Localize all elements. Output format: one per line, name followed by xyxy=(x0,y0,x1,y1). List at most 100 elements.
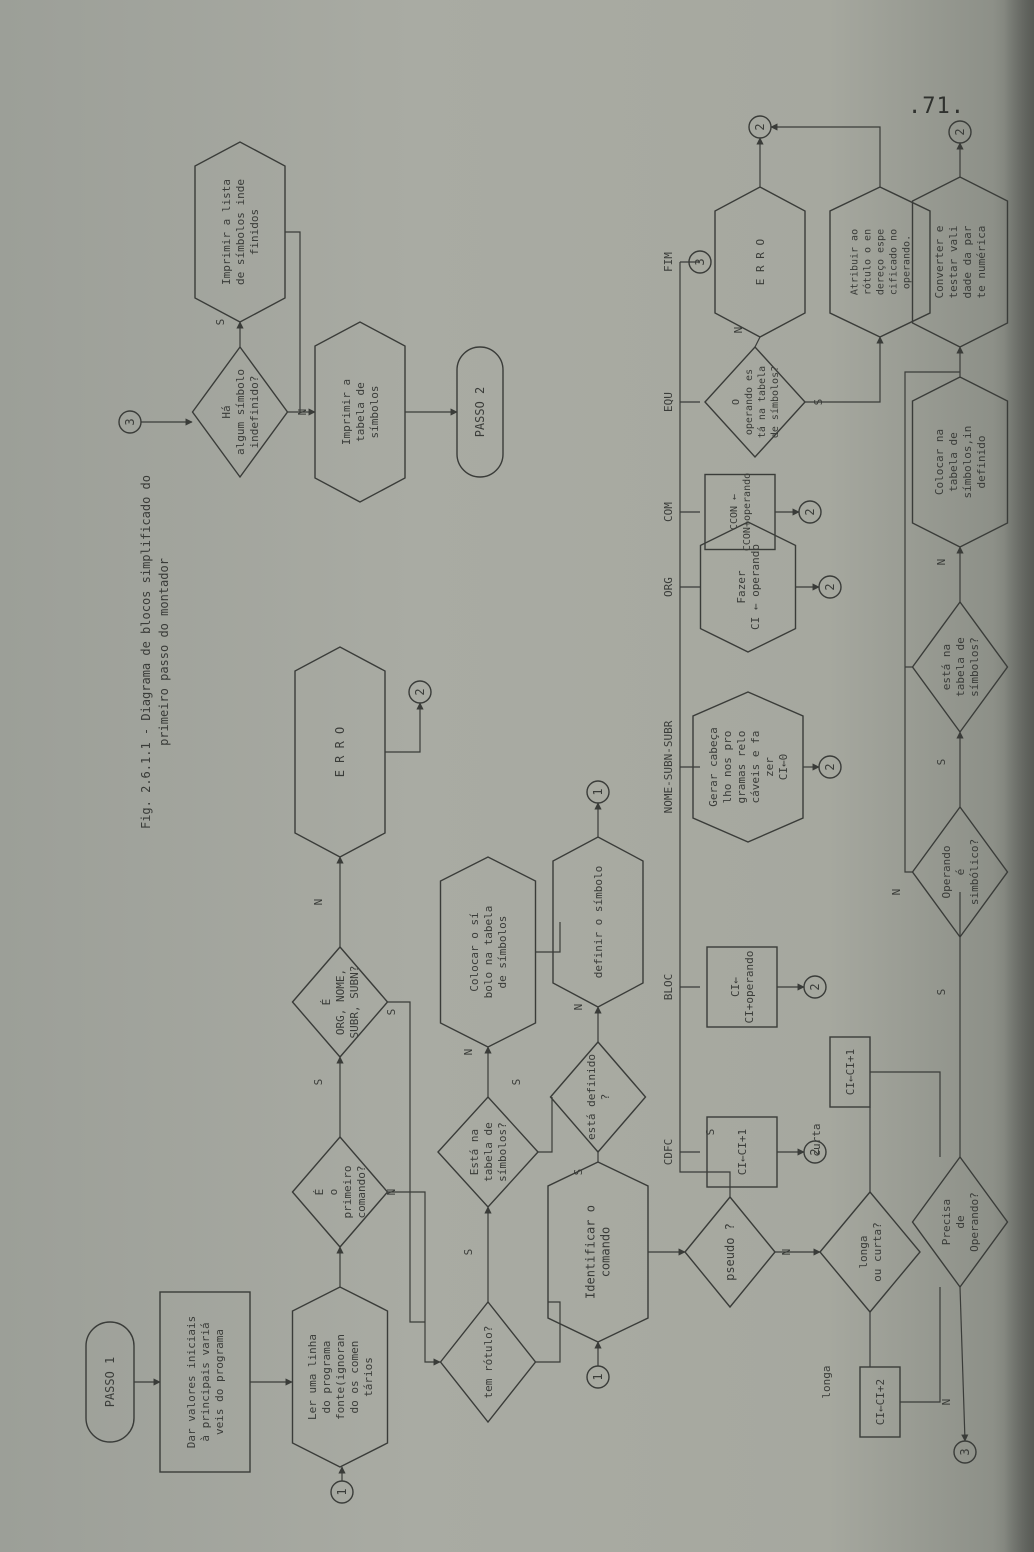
ci1-box xyxy=(829,1036,871,1108)
esta-na-tabela-diamond-text: Está natabela desímbolos? xyxy=(468,1122,509,1182)
label-s-estatab: S xyxy=(510,1079,523,1086)
page-edge-shadow xyxy=(1004,0,1034,1552)
init-process-text: Dar valores iniciaisà principais variáve… xyxy=(185,1316,226,1448)
passo1-terminal-text: PASSO 1 xyxy=(103,1357,117,1408)
label-s-precisa: S xyxy=(935,989,948,996)
connector-2-erro2 xyxy=(748,115,772,139)
equ-diamond xyxy=(704,345,806,459)
passo1-terminal xyxy=(85,1321,135,1443)
ci2-box xyxy=(859,1366,901,1438)
label-n-estadef: N xyxy=(572,1004,585,1011)
label-s-haalgum: S xyxy=(214,319,227,326)
flow-blocks: PASSO 1 Dar valores iniciaisà principais … xyxy=(85,115,1009,1504)
figure-caption-line1: Fig. 2.6.1.1 - Diagrama de blocos simpli… xyxy=(139,475,153,829)
connector-2-org-text: 2 xyxy=(823,583,837,590)
edge-atribuir-c2 xyxy=(770,123,881,187)
connector-2-bloc-text: 2 xyxy=(808,983,822,990)
connector-3-precisa xyxy=(953,1440,977,1464)
label-n-estatab2: N xyxy=(935,559,948,566)
tem-rotulo-diamond-text: tem rótulo? xyxy=(482,1326,495,1399)
label-curta: curta xyxy=(810,1123,823,1156)
connector-3-fim-text: 3 xyxy=(693,258,707,265)
label-s-estadef: S xyxy=(572,1169,585,1176)
edge-erro1-c2 xyxy=(385,702,424,753)
org-hex xyxy=(699,521,797,653)
ler-linha-hex xyxy=(291,1286,389,1468)
atribuir-hex xyxy=(829,186,931,338)
flow-lines xyxy=(134,123,969,1481)
label-s-orgnome: S xyxy=(385,1009,398,1016)
converter-hex-text: Converter etestar validade da parte numé… xyxy=(933,225,988,298)
figure-caption-line2: primeiro passo do montador xyxy=(157,558,171,746)
colocar-simbolo-hex-text: Colocar o síbolo na tabelade símbolos xyxy=(468,906,509,999)
nome-hex xyxy=(692,691,804,843)
definir-simbolo-hex xyxy=(552,836,644,1008)
passo2-terminal xyxy=(456,346,504,478)
esta-na-tabela2-diamond xyxy=(911,600,1009,734)
edge-equ-atribuir xyxy=(805,336,884,403)
label-n-precisa: N xyxy=(940,1399,953,1406)
connector-3-fim xyxy=(688,250,712,274)
label-n-haalgum: N xyxy=(296,409,309,416)
colocar-simbolo-hex xyxy=(439,856,537,1048)
label-nome: NOME-SUBN-SUBR xyxy=(662,720,675,813)
com-box xyxy=(704,473,776,551)
connector-3-fim-start-text: 3 xyxy=(123,418,137,425)
primeiro-comando-diamond xyxy=(291,1135,389,1249)
erro2-hex-text: E R R O xyxy=(754,239,767,285)
connector-2-com xyxy=(798,500,822,524)
edge-lista-tabela xyxy=(285,231,301,412)
bloc-box-text: CI←CI+operando xyxy=(729,951,756,1024)
colocar-indefinido-hex xyxy=(911,376,1009,548)
label-n-estatab: N xyxy=(462,1049,475,1056)
label-s-opsimb: S xyxy=(935,759,948,766)
ler-linha-hex-text: Ler uma linhado programafonte(ignorando … xyxy=(306,1334,375,1420)
bloc-box xyxy=(706,946,778,1028)
label-longa: longa xyxy=(820,1365,833,1398)
connector-2-erro2-text: 2 xyxy=(753,123,767,130)
connector-2-converter-text: 2 xyxy=(953,128,967,135)
ci2-box-text: CI←CI+2 xyxy=(874,1379,887,1425)
edge-equ-erro2 xyxy=(754,336,761,348)
label-com: COM xyxy=(662,502,675,522)
connector-2-bloc xyxy=(803,975,827,999)
label-equ: EQU xyxy=(662,392,675,412)
connector-1-start-text: 1 xyxy=(335,1488,349,1495)
init-process xyxy=(159,1291,251,1473)
com-box-text: CCON ←CCON+operando xyxy=(729,473,753,551)
erro1-hex xyxy=(294,646,386,858)
connector-1-definir xyxy=(586,780,610,804)
connector-2-erro1 xyxy=(408,680,432,704)
primeiro-comando-diamond-text: Éoprimeirocomando? xyxy=(313,1166,368,1219)
pseudo-diamond xyxy=(684,1195,776,1309)
converter-hex xyxy=(911,176,1009,348)
imprimir-tabela-hex-text: Imprimir atabela desímbolos xyxy=(340,379,381,445)
flow-labels: SNSNNSSNSSNCDFCBLOCNOME-SUBN-SUBRORGCOME… xyxy=(139,252,953,1406)
connector-2-cdfc-text: 2 xyxy=(808,1148,822,1155)
edge-org-s-temrotulo xyxy=(388,1001,425,1323)
label-org: ORG xyxy=(662,577,675,597)
passo2-terminal-text: PASSO 2 xyxy=(473,387,487,438)
definir-simbolo-hex-text: definir o símbolo xyxy=(592,866,605,979)
pseudo-diamond-text: pseudo ? xyxy=(723,1223,737,1281)
connector-1-ident xyxy=(586,1365,610,1389)
edge-ci1-precisa xyxy=(870,1071,941,1157)
edge-pseudo-trunk xyxy=(679,262,731,1197)
imprimir-tabela-hex xyxy=(314,321,406,503)
ha-algum-diamond-text: Háalgum símboloindefinido? xyxy=(220,369,261,455)
ci1-box-text: CI←CI+1 xyxy=(844,1049,857,1095)
label-n-primeiro: N xyxy=(385,1189,398,1196)
precisa-operando-diamond-text: PrecisadeOperando? xyxy=(940,1192,981,1252)
edge-estatab-estadef xyxy=(538,1097,553,1153)
edge-temrotulo-ident xyxy=(536,1301,561,1363)
label-n-org: N xyxy=(312,899,325,906)
connector-1-ident-text: 1 xyxy=(591,1373,605,1380)
label-bloc: BLOC xyxy=(662,974,675,1001)
connector-2-converter xyxy=(948,120,972,144)
edge-precisa-c3 xyxy=(959,1286,969,1442)
cdfc-box-text: CI←CI+1 xyxy=(736,1129,749,1175)
esta-definido-diamond-text: está definido? xyxy=(585,1054,612,1140)
